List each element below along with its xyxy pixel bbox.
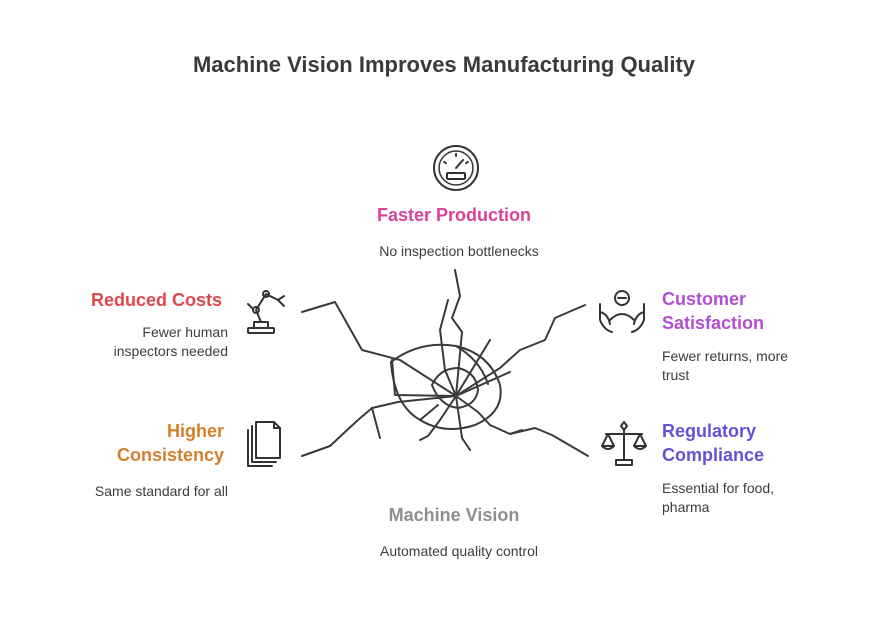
robot-arm-icon <box>247 290 285 334</box>
reduced-costs-description: Fewer human inspectors needed <box>40 323 228 361</box>
customer-satisfaction-description: Fewer returns, more trust <box>662 347 862 385</box>
speedometer-icon <box>433 145 479 191</box>
higher-consistency-heading-line2: Consistency <box>116 445 224 465</box>
customer-satisfaction-description-line2: trust <box>662 367 690 383</box>
person-in-hands-icon <box>599 290 645 333</box>
higher-consistency-description: Same standard for all <box>94 483 228 499</box>
faster-production-description: No inspection bottlenecks <box>379 243 539 259</box>
regulatory-compliance-description-line1: Essential for food, <box>662 480 775 496</box>
customer-satisfaction-heading-line1: Customer <box>662 289 747 309</box>
regulatory-compliance-heading-line2: Compliance <box>662 445 765 465</box>
higher-consistency-heading-line1: Higher <box>166 421 224 441</box>
customer-satisfaction-heading: Customer Satisfaction <box>662 287 862 335</box>
faster-production-heading: Faster Production <box>376 205 532 225</box>
balance-scale-icon <box>601 421 647 466</box>
reduced-costs-description-line1: Fewer human <box>142 324 228 340</box>
stacked-documents-icon <box>247 421 281 467</box>
diagram-title: Machine Vision Improves Manufacturing Qu… <box>192 52 696 77</box>
regulatory-compliance-description: Essential for food, pharma <box>662 479 862 517</box>
regulatory-compliance-heading-line1: Regulatory <box>662 421 757 441</box>
higher-consistency-heading: Higher Consistency <box>40 419 224 467</box>
customer-satisfaction-heading-line2: Satisfaction <box>662 313 765 333</box>
customer-satisfaction-description-line1: Fewer returns, more <box>662 348 789 364</box>
machine-vision-description: Automated quality control <box>380 543 538 559</box>
reduced-costs-description-line2: inspectors needed <box>113 343 228 359</box>
regulatory-compliance-heading: Regulatory Compliance <box>662 419 862 467</box>
machine-vision-heading: Machine Vision <box>388 505 520 525</box>
reduced-costs-heading: Reduced Costs <box>90 290 222 310</box>
regulatory-compliance-description-line2: pharma <box>662 499 710 515</box>
